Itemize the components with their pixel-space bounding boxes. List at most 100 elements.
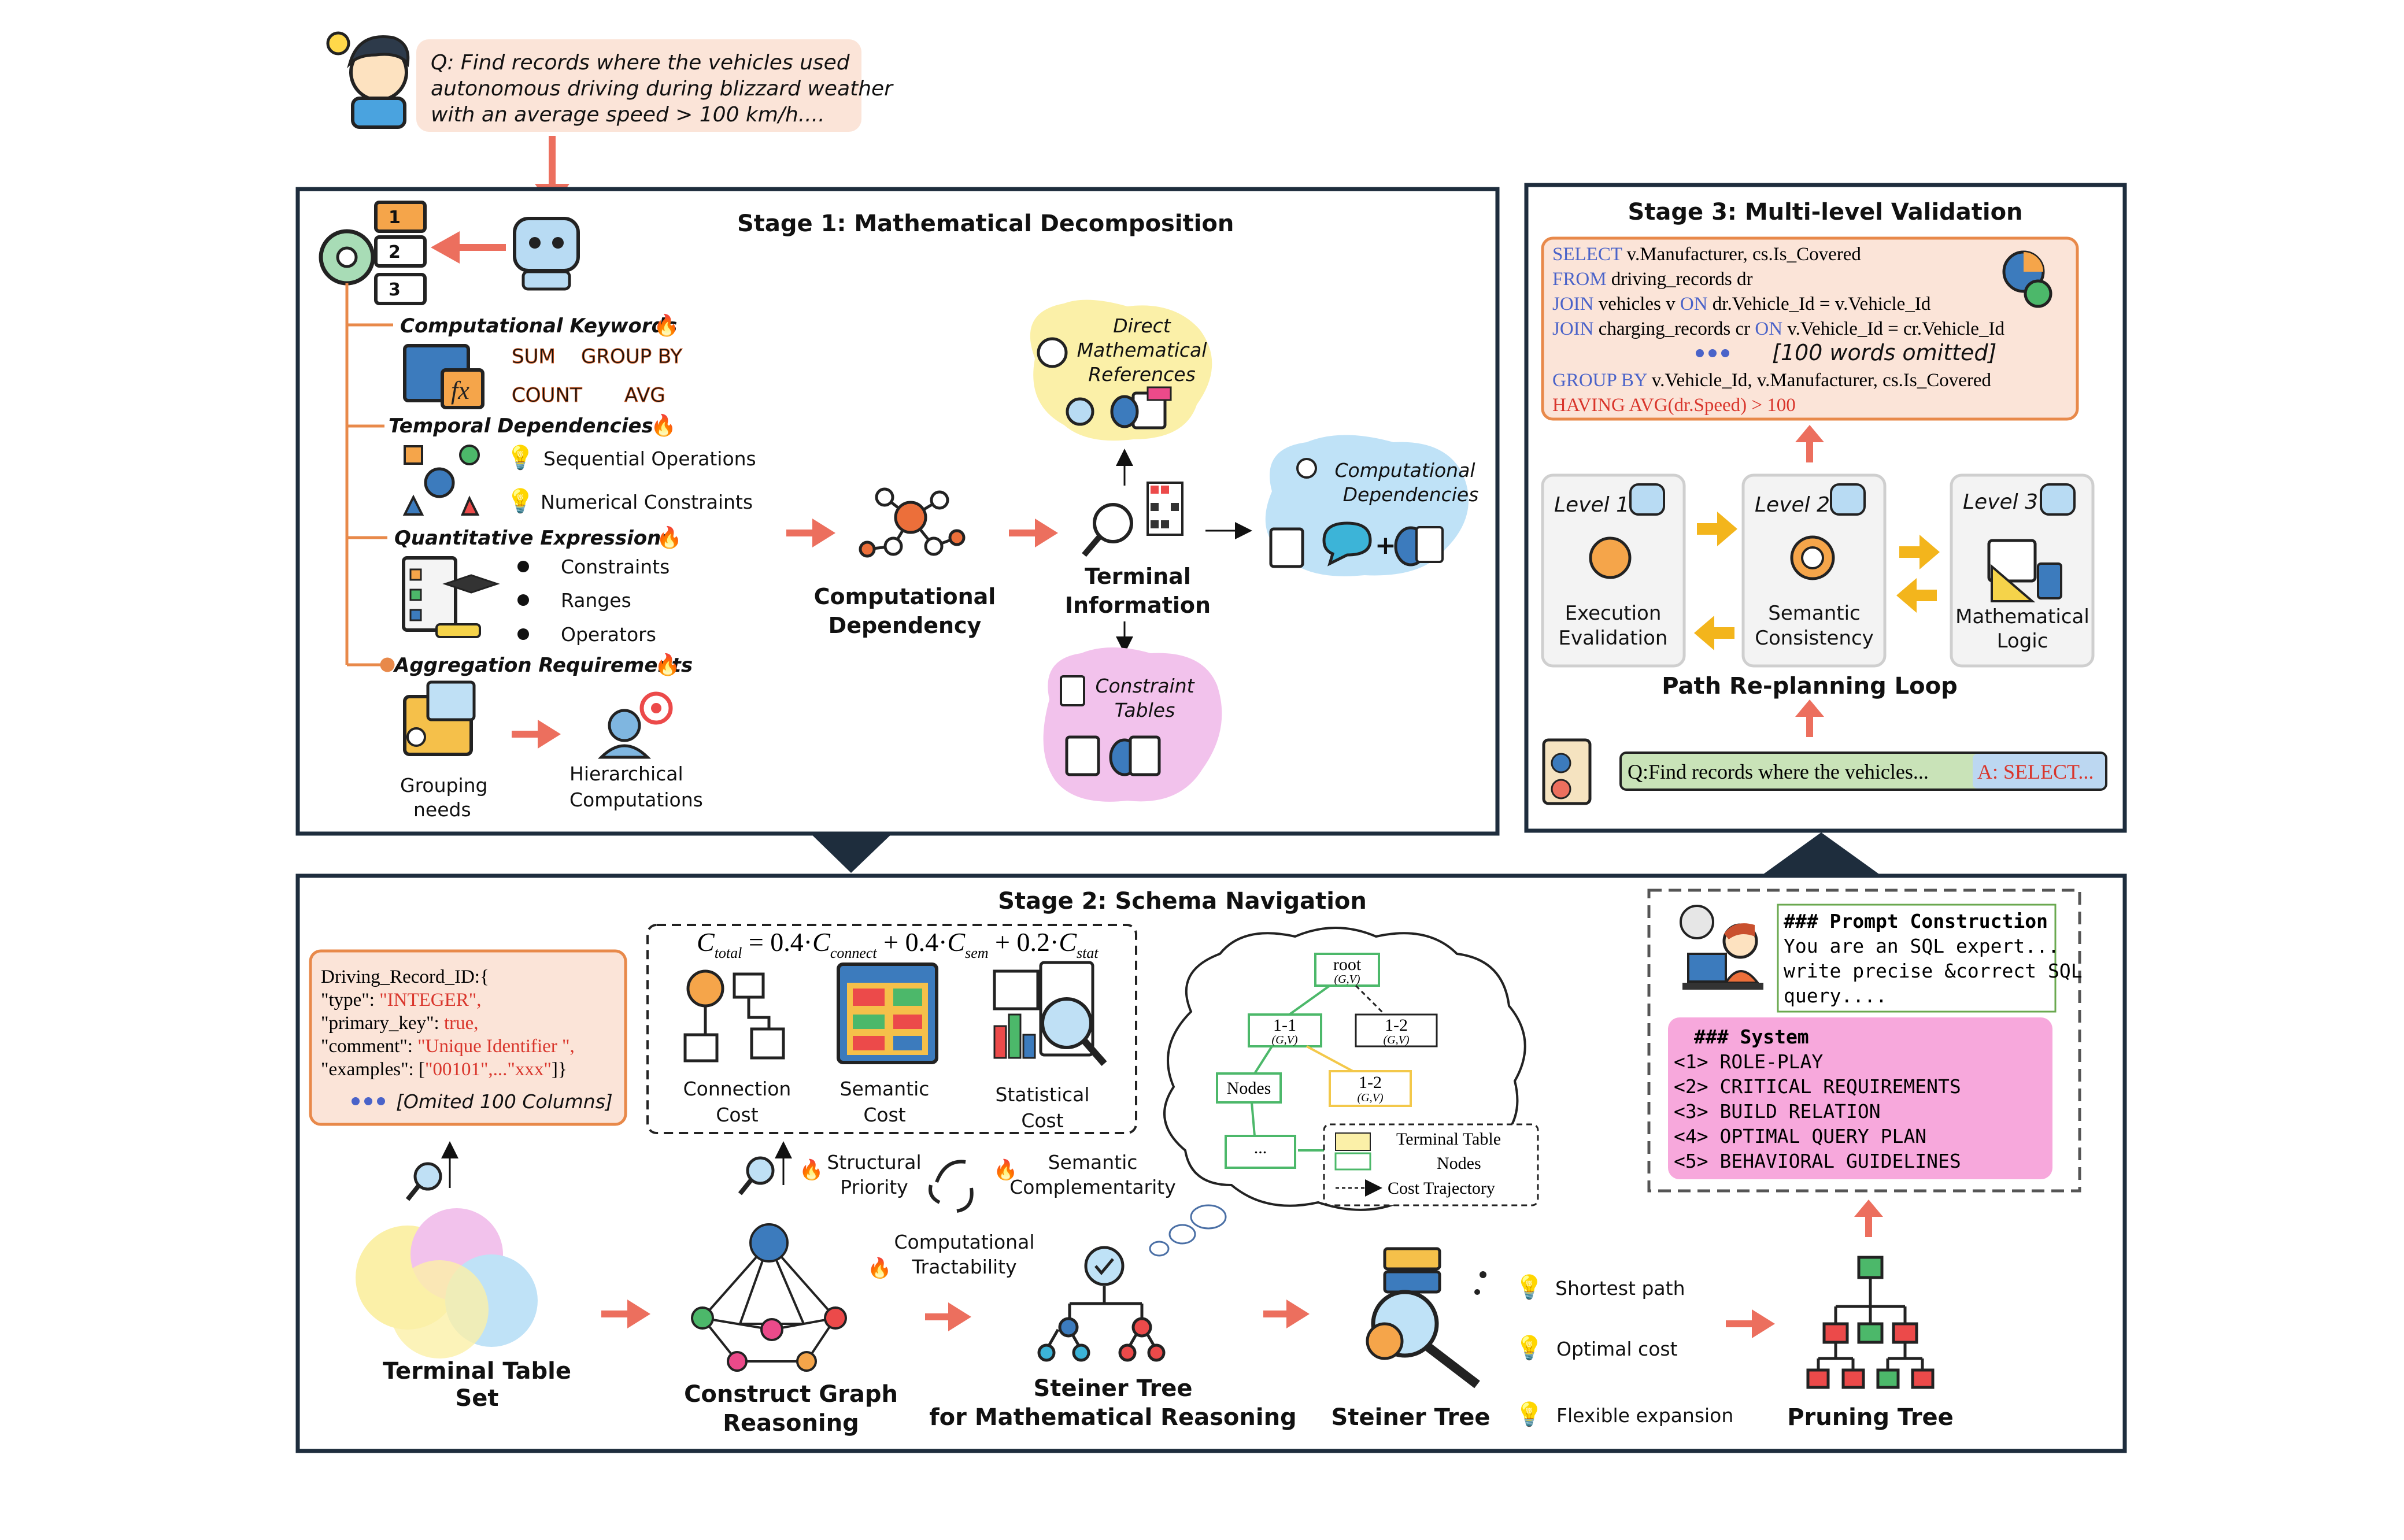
robot-icon [513, 217, 580, 291]
cost-semantic-line-2: Cost [863, 1104, 905, 1126]
steiner-math-line-2: for Mathematical Reasoning [929, 1404, 1296, 1431]
fire-icon: 🔥 [654, 653, 680, 676]
magnifier-icon [405, 1162, 442, 1201]
grouping-line-1: Grouping [400, 774, 488, 797]
svg-text:fx: fx [451, 376, 469, 405]
cost-statistical-line-1: Statistical [995, 1083, 1089, 1106]
sql-on-kw-2: ON [1755, 319, 1782, 339]
qa-pair-box: Q:Find records where the vehicles... A: … [1619, 752, 2107, 791]
svg-text:GROUP BY v.Vehicle_Id, v.Manuf: GROUP BY v.Vehicle_Id, v.Manufacturer, c… [1552, 370, 1992, 391]
level1-label: Level 1 [1554, 493, 1629, 517]
temporal-title: Temporal Dependencies [389, 414, 653, 438]
tree-nodes-label: Nodes [1227, 1079, 1271, 1098]
sql-code-box: SELECT v.Manufacturer, cs.Is_Covered FRO… [1541, 236, 2079, 421]
temporal-item-1: Sequential Operations [543, 447, 756, 470]
clipboard-qa-icon [1542, 738, 1592, 805]
schema-pk-key: "primary_key": [321, 1013, 444, 1034]
schema-type-val: "INTEGER", [379, 990, 481, 1010]
schema-examples-val: "00101",..."xxx" [425, 1059, 552, 1080]
terminal-set-line-2: Set [455, 1385, 498, 1412]
pruning-tree-label: Pruning Tree [1787, 1404, 1954, 1431]
user-avatar-icon [326, 31, 410, 129]
stage2-title: Stage 2: Schema Navigation [998, 888, 1367, 915]
sql-on-cond-2: v.Vehicle_Id = cr.Vehicle_Id [1782, 319, 2004, 339]
comp-dependency-line-1: Computational [814, 584, 996, 609]
fire-icon: 🔥 [650, 413, 676, 437]
level3-line-2: Logic [1997, 630, 2048, 653]
hierarchical-line-2: Computations [569, 788, 703, 811]
system-item-5: <5> BEHAVIORAL GUIDELINES [1674, 1150, 1961, 1172]
svg-text:FROM driving_records dr: FROM driving_records dr [1552, 269, 1752, 290]
keywords-title: Computational Keywords [400, 314, 677, 338]
system-item-3: <3> BUILD RELATION [1674, 1100, 1881, 1123]
svg-text:"primary_key": true,: "primary_key": true, [321, 1013, 479, 1034]
statistical-cost-icon [993, 961, 1107, 1066]
formula-box: Ctotal = 0.4·Cconnect + 0.4·Csem + 0.2·C… [646, 924, 1137, 1134]
semantic-comp-line-1: Semantic [1048, 1151, 1138, 1173]
schema-examples-key: "examples": [ [321, 1059, 425, 1080]
thought-bubble-circles [1149, 1204, 1227, 1257]
fire-icon: 🔥 [799, 1158, 823, 1181]
tree-node-1-2-sub: (G,V) [1384, 1034, 1410, 1046]
lightbulb-icon: 💡 [506, 487, 535, 514]
level2-label: Level 2 [1755, 493, 1830, 517]
level2-card: Level 2 Semantic Consistency [1741, 473, 1887, 668]
sql-having: HAVING AVG(dr.Speed) > 100 [1552, 395, 1796, 416]
tree-node-1-2b-sub: (G,V) [1358, 1091, 1384, 1104]
sql-on-cond-1: dr.Vehicle_Id = v.Vehicle_Id [1708, 294, 1931, 314]
connection-cost-icon [683, 969, 785, 1063]
question-line-1: Q: Find records where the vehicles used [431, 51, 850, 75]
loop-up-arrow [1795, 699, 1824, 717]
sql-select-kw: SELECT [1552, 244, 1622, 265]
system-title: ### System [1694, 1026, 1809, 1048]
sql-omitted-note: [100 words omitted] [1772, 340, 1996, 365]
svg-text:+: + [1375, 531, 1396, 560]
tree-node-1-1: 1-1 [1273, 1016, 1296, 1035]
cost-connection-line-1: Connection [683, 1078, 792, 1100]
recycle-arrows-icon [929, 1160, 974, 1213]
property-flexible-expansion: Flexible expansion [1556, 1404, 1733, 1427]
sql-groupby-cols: v.Vehicle_Id, v.Manufacturer, cs.Is_Cove… [1647, 370, 1992, 391]
temporal-item-2: Numerical Constraints [541, 491, 753, 513]
qa-question: Q:Find records where the vehicles... [1628, 760, 1929, 783]
sql-join-table-1: vehicles v [1594, 294, 1680, 314]
keyword-sum: SUM [512, 345, 556, 368]
stage3-title: Stage 3: Multi-level Validation [1628, 199, 2022, 225]
keyword-group-by: GROUP BY [581, 345, 682, 368]
semantic-cost-icon [837, 962, 938, 1064]
spreadsheet-fx-icon: fx [403, 344, 485, 409]
tree-root-sub: (G,V) [1334, 973, 1360, 986]
constraint-tables-cloud: Constraint Tables [1043, 647, 1222, 802]
direct-refs-line-1: Direct [1113, 314, 1171, 337]
steiner-cloud: root (G,V) 1-1 (G,V) 1-2 (G,V) 1-2 (G,V)… [1163, 927, 1539, 1211]
stage2-to-stage3-chevron [1749, 832, 1893, 884]
structural-line-1: Structural [827, 1151, 921, 1173]
svg-text:2: 2 [389, 242, 401, 262]
grouping-arrow [538, 720, 561, 749]
formula-total: total [715, 945, 742, 961]
constraint-tables-line-2: Tables [1115, 699, 1175, 721]
graph-network-icon [691, 1223, 847, 1372]
terminal-arrow [1035, 519, 1058, 547]
tree-node-1-2b: 1-2 [1359, 1073, 1382, 1092]
svg-text:3: 3 [389, 280, 401, 300]
prompt-line-1: You are an SQL expert... [1784, 935, 2059, 957]
sql-groupby-kw: GROUP BY [1552, 370, 1647, 391]
stage2-arrow-2 [948, 1302, 971, 1331]
lightbulb-icon: 💡 [1515, 1274, 1544, 1300]
prompt-line-3: query.... [1784, 984, 1887, 1007]
svg-text:"comment": "Unique Identifier: "comment": "Unique Identifier ", [321, 1036, 575, 1057]
keyword-avg: AVG [624, 384, 665, 407]
person-target-icon [597, 691, 673, 759]
system-item-1: <1> ROLE-PLAY [1674, 1050, 1823, 1073]
checklist-graduate-icon [402, 556, 500, 638]
tree-ellipsis: ... [1254, 1138, 1267, 1157]
svg-text:SELECT v.Manufacturer, cs.Is_C: SELECT v.Manufacturer, cs.Is_Covered [1552, 244, 1861, 265]
svg-text:1: 1 [389, 208, 401, 228]
terminal-info-line-2: Information [1065, 593, 1211, 618]
schema-type-key: "type": [321, 990, 379, 1010]
comp-dependency-line-2: Dependency [829, 613, 982, 638]
prompt-construction-box: ### Prompt Construction You are an SQL e… [1777, 904, 2083, 1013]
cost-statistical-line-2: Cost [1021, 1109, 1063, 1132]
schema-pk-val: true, [444, 1013, 479, 1034]
